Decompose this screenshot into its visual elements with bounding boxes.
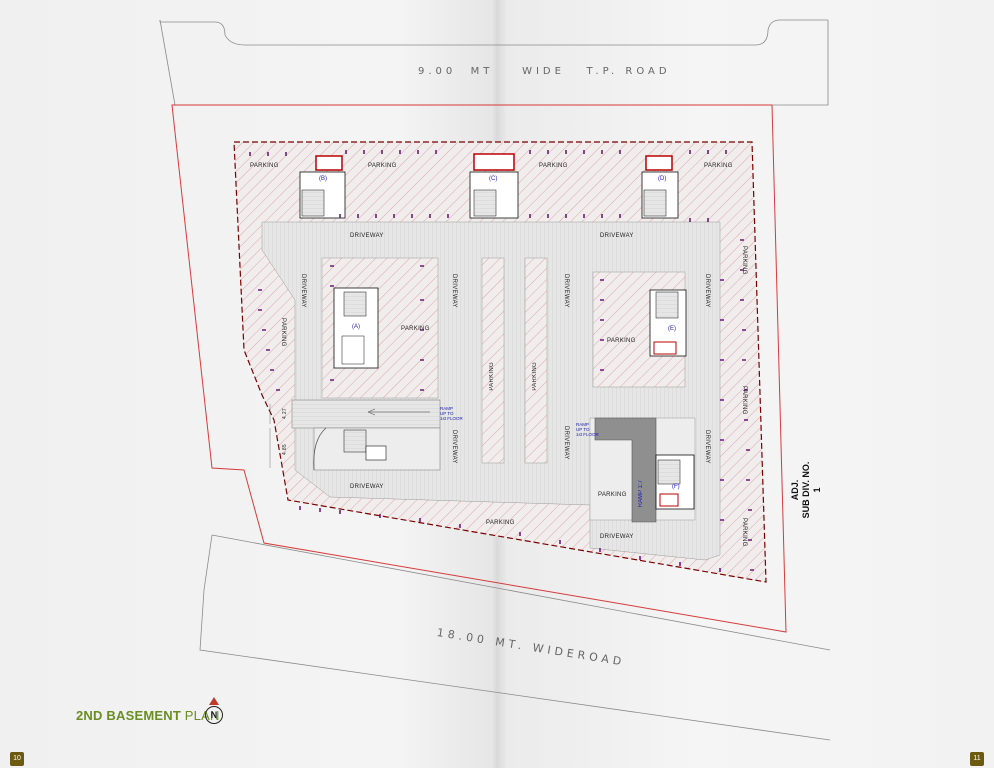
page-number-right: 11 bbox=[970, 752, 984, 766]
parking-label: PARKING bbox=[539, 163, 568, 169]
top-road-label: 9.00 MT WIDE T.P. ROAD bbox=[418, 66, 671, 77]
parking-label: PARKING bbox=[486, 520, 515, 526]
core-f bbox=[655, 454, 695, 510]
parking-label: PARKING bbox=[250, 163, 279, 169]
parking-stall-ticks bbox=[249, 150, 754, 572]
main-ramp bbox=[594, 417, 657, 523]
parking-label: PARKING bbox=[598, 492, 627, 498]
core-label-d: (D) bbox=[658, 176, 667, 182]
bottom-road bbox=[199, 534, 831, 741]
core-b bbox=[299, 155, 346, 219]
parking-label: PARKING bbox=[401, 326, 430, 332]
ramp-up-label-2: RAMP UP TO 1st FLOOR bbox=[576, 422, 599, 437]
ramp-curve bbox=[313, 427, 327, 471]
ramp-core-small bbox=[343, 429, 387, 461]
parking-label: PARKING bbox=[704, 163, 733, 169]
ramp-driveway-band bbox=[291, 399, 441, 429]
driveway-label: DRIVEWAY bbox=[350, 484, 384, 490]
plot-boundary bbox=[171, 104, 787, 633]
core-c bbox=[469, 153, 519, 219]
core-label-a: (A) bbox=[352, 324, 360, 330]
main-ramp-label: RAMP 1:7 bbox=[638, 480, 644, 508]
driveway-label: DRIVEWAY bbox=[704, 274, 710, 308]
parking-label: PARKING bbox=[489, 362, 495, 391]
core-label-e: (E) bbox=[668, 326, 676, 332]
parking-label: PARKING bbox=[368, 163, 397, 169]
page-number-left: 10 bbox=[10, 752, 24, 766]
top-road bbox=[159, 19, 829, 106]
north-compass-icon: N bbox=[205, 706, 223, 724]
driveway-label: DRIVEWAY bbox=[704, 430, 710, 464]
parking-label: PARKING bbox=[607, 338, 636, 344]
core-label-b: (B) bbox=[319, 176, 327, 182]
driveway-label: DRIVEWAY bbox=[451, 430, 457, 464]
ramp-arrow bbox=[367, 408, 430, 416]
plan-title-bold: 2ND BASEMENT bbox=[76, 708, 181, 723]
parking-label: PARKING bbox=[741, 518, 747, 547]
core-d bbox=[641, 155, 679, 219]
dimension-label: 4.85 bbox=[282, 444, 288, 455]
driveway-label: DRIVEWAY bbox=[451, 274, 457, 308]
dimension-label: 4.27 bbox=[282, 408, 288, 419]
adjacent-line2: SUB DIV. NO. 1 bbox=[801, 461, 822, 519]
driveway-label: DRIVEWAY bbox=[600, 233, 634, 239]
parking-label: PARKING bbox=[280, 318, 286, 347]
north-arrow-icon bbox=[209, 697, 219, 705]
adjacent-line1: ADJ. bbox=[790, 479, 800, 501]
ramp-up-label: RAMP UP TO 1st FLOOR bbox=[440, 406, 463, 421]
driveway-label: DRIVEWAY bbox=[350, 233, 384, 239]
core-a bbox=[333, 287, 379, 369]
parking-label: PARKING bbox=[741, 386, 747, 415]
adjacent-plot-label: ADJ. SUB DIV. NO. 1 bbox=[790, 460, 823, 520]
driveway-label: DRIVEWAY bbox=[563, 274, 569, 308]
parking-label: PARKING bbox=[532, 362, 538, 391]
driveway-label: DRIVEWAY bbox=[600, 534, 634, 540]
parking-label: PARKING bbox=[741, 246, 747, 275]
core-e bbox=[649, 289, 687, 357]
core-label-c: (C) bbox=[489, 176, 498, 182]
driveway-label: DRIVEWAY bbox=[300, 274, 306, 308]
driveway-label: DRIVEWAY bbox=[563, 426, 569, 460]
core-label-f: (F) bbox=[672, 484, 680, 490]
plan-title: 2ND BASEMENT PLAN bbox=[76, 708, 220, 723]
